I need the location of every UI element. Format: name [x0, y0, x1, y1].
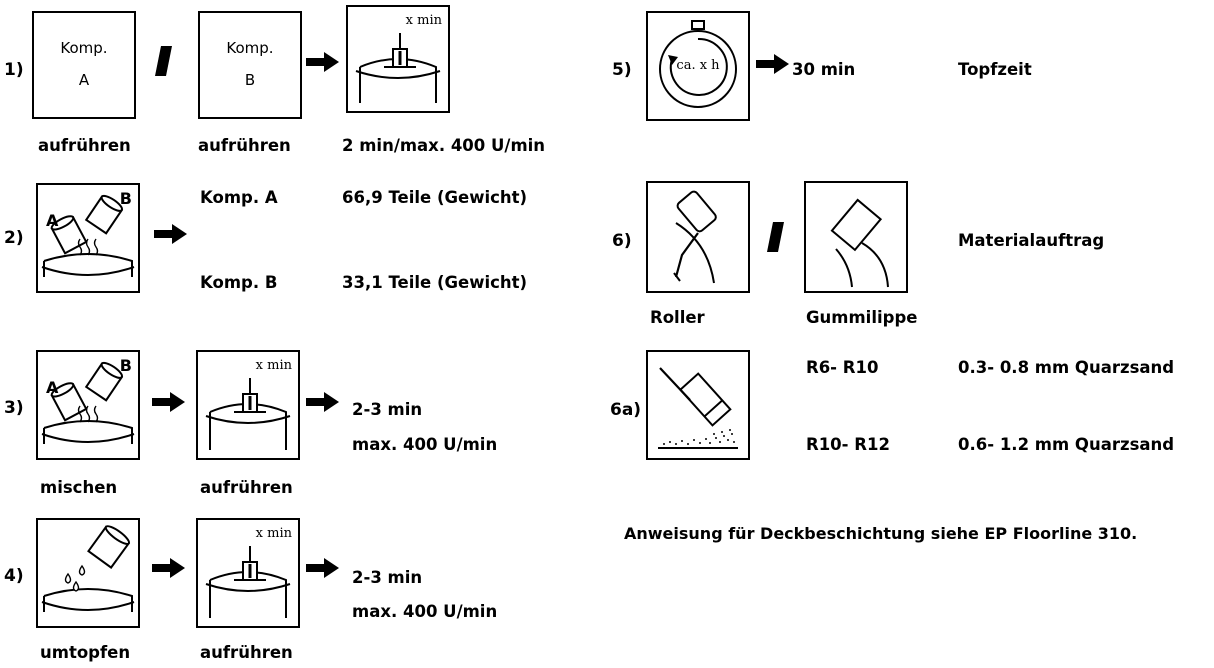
step-6a-row2-sand: 0.6- 1.2 mm Quarzsand: [958, 435, 1175, 454]
sand-broadcast-icon: [646, 350, 750, 460]
component-a-line2: A: [78, 71, 90, 89]
pour-components-icon: A B: [36, 183, 140, 293]
step-4-label-b: aufrühren: [200, 643, 293, 662]
pour-label-b: B: [119, 189, 132, 208]
step-4-number: 4): [4, 566, 24, 586]
rubber-lip-icon: [804, 181, 908, 293]
arrow-right-icon: [756, 54, 789, 74]
roller-icon: [646, 181, 750, 293]
step-6a-row1-grade: R6- R10: [806, 358, 879, 377]
step-4-duration: 2-3 min: [352, 568, 423, 587]
step-1-info: 2 min/max. 400 U/min: [342, 136, 546, 155]
component-b-line1: Komp.: [226, 39, 274, 57]
step-3-number: 3): [4, 398, 24, 418]
mixer-icon: x min: [196, 350, 300, 460]
transfer-pour-icon: [36, 518, 140, 628]
arrow-right-icon: [152, 392, 185, 412]
slash-separator: [767, 222, 784, 252]
arrow-right-icon: [154, 224, 187, 244]
mixer-time-label: x min: [405, 13, 442, 28]
step-6-tool-b: Gummilippe: [806, 308, 918, 327]
mixer-icon: x min: [346, 5, 450, 113]
step-5-label: Topfzeit: [958, 60, 1032, 79]
step-6a-number: 6a): [610, 400, 642, 420]
step-3-label-a: mischen: [40, 478, 118, 497]
step-3-label-b: aufrühren: [200, 478, 293, 497]
step-3-speed: max. 400 U/min: [352, 435, 498, 454]
arrow-right-icon: [152, 558, 185, 578]
component-b-line2: B: [244, 71, 256, 89]
step-4-speed: max. 400 U/min: [352, 602, 498, 621]
step-3-duration: 2-3 min: [352, 400, 423, 419]
mixer-time-label: x min: [255, 358, 292, 373]
step-5-number: 5): [612, 60, 632, 80]
step-6-tool-a: Roller: [650, 308, 705, 327]
pour-label-a: A: [46, 378, 59, 397]
step-2-row1-name: Komp. A: [200, 188, 278, 207]
component-b-box: Komp. B: [198, 11, 302, 119]
arrow-right-icon: [306, 392, 339, 412]
mixer-icon: x min: [196, 518, 300, 628]
component-a-box: Komp. A: [32, 11, 136, 119]
step-6-number: 6): [612, 231, 632, 251]
component-a-line1: Komp.: [60, 39, 108, 57]
mixer-time-label: x min: [255, 526, 292, 541]
topcoat-instruction-note: Anweisung für Deckbeschichtung siehe EP …: [624, 524, 1138, 543]
step-2-number: 2): [4, 228, 24, 248]
step-5-value: 30 min: [792, 60, 856, 79]
timer-icon: ca. x h: [646, 11, 750, 121]
pour-label-b: B: [119, 356, 132, 375]
pour-label-a: A: [46, 211, 59, 230]
step-6a-row2-grade: R10- R12: [806, 435, 890, 454]
timer-duration-label: ca. x h: [676, 58, 720, 73]
step-2-row1-value: 66,9 Teile (Gewicht): [342, 188, 528, 207]
step-4-label-a: umtopfen: [40, 643, 131, 662]
arrow-right-icon: [306, 558, 339, 578]
step-6-label: Materialauftrag: [958, 231, 1105, 250]
step-2-row2-value: 33,1 Teile (Gewicht): [342, 273, 528, 292]
step-1-label-b: aufrühren: [198, 136, 291, 155]
arrow-right-icon: [306, 52, 339, 72]
pour-components-icon: A B: [36, 350, 140, 460]
step-6a-row1-sand: 0.3- 0.8 mm Quarzsand: [958, 358, 1175, 377]
step-1-number: 1): [4, 60, 24, 80]
slash-separator: [155, 46, 172, 76]
step-2-row2-name: Komp. B: [200, 273, 278, 292]
step-1-label-a: aufrühren: [38, 136, 131, 155]
